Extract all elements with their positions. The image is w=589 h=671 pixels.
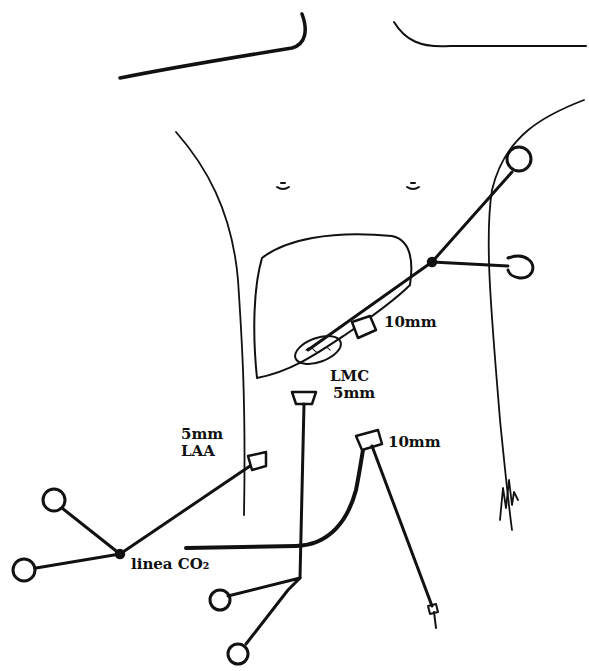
port-label: linea CO₂ xyxy=(130,556,210,572)
co2-line xyxy=(186,444,364,548)
trocar xyxy=(356,430,382,450)
instrument-handle xyxy=(36,508,120,568)
port-label: 10mm xyxy=(387,434,442,450)
port-label: LAA xyxy=(180,443,216,459)
jaw-line xyxy=(120,14,305,78)
instrument-ring xyxy=(13,559,35,581)
instrument-handle xyxy=(432,262,508,266)
port-label: 5mm xyxy=(180,426,224,442)
instrument-ring xyxy=(507,147,531,171)
instrument-handle xyxy=(228,578,300,644)
camera-shaft xyxy=(372,446,432,606)
jaw-line xyxy=(394,22,586,46)
body-outline xyxy=(176,132,245,515)
gallbladder xyxy=(291,331,344,370)
nipple xyxy=(277,183,289,189)
port-label: 10mm xyxy=(383,314,438,330)
port-label: 5mm xyxy=(332,385,376,401)
instrument-ring xyxy=(43,489,65,511)
trocar xyxy=(352,316,376,338)
instrument-shaft xyxy=(120,466,250,554)
pivot xyxy=(428,258,436,266)
instrument-ring xyxy=(508,256,533,278)
signature xyxy=(500,480,518,520)
body-outline xyxy=(489,100,584,530)
camera-end xyxy=(428,604,438,628)
instrument-ring xyxy=(228,644,248,664)
instrument-shaft xyxy=(300,404,304,578)
trocar xyxy=(292,392,316,404)
nipple xyxy=(407,183,419,189)
instrument-ring xyxy=(210,590,230,610)
grasper-shaft xyxy=(308,172,512,350)
port-label: LMC xyxy=(329,368,370,384)
liver xyxy=(254,234,411,378)
